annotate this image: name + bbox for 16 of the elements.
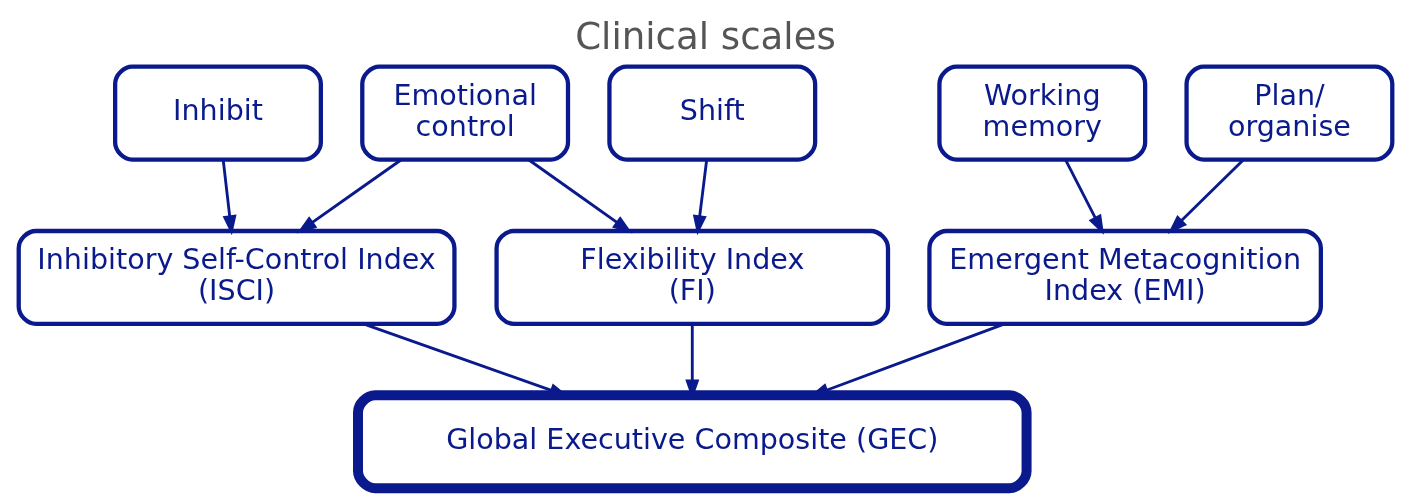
arrow (221, 159, 237, 236)
node-box: Emotional control (360, 64, 571, 162)
node-box: Inhibitory Self-Control Index (ISCI) (16, 228, 457, 326)
node-box: Inhibit (113, 64, 323, 162)
node-box: Emergent Metacognition Index (EMI) (927, 228, 1323, 326)
arrow (692, 159, 709, 236)
node-box: Flexibility Index (FI) (494, 228, 891, 326)
node-box: Plan/ organise (1184, 64, 1395, 162)
arrow (528, 158, 633, 234)
diagram-title: Clinical scales (575, 15, 836, 59)
node-box: Working memory (937, 64, 1148, 162)
node-box: Global Executive Composite (GEC) (353, 390, 1032, 494)
node-box: Shift (607, 64, 818, 162)
arrow (296, 158, 402, 234)
arrow (1064, 159, 1104, 235)
arrow (1167, 158, 1245, 234)
